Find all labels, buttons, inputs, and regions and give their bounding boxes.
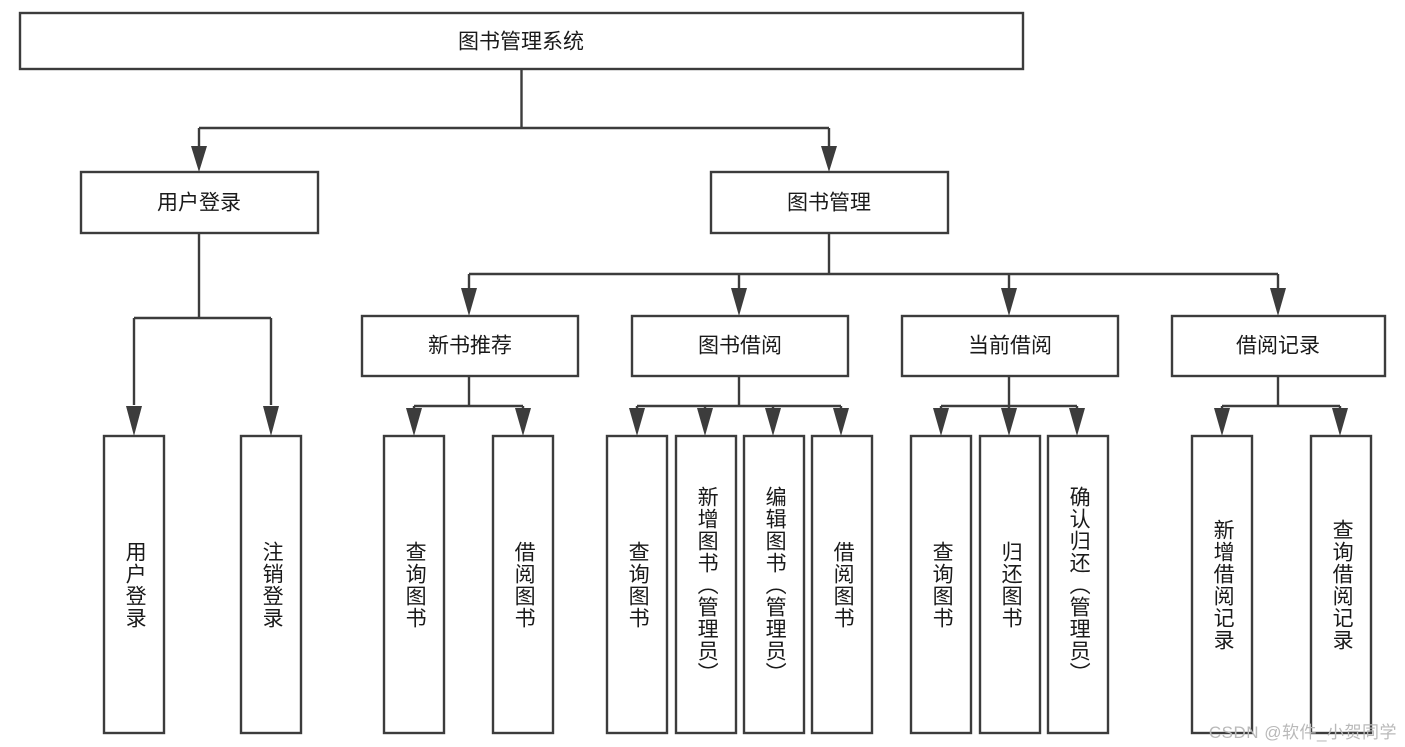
arrowhead-leaf-add-record: [1214, 408, 1230, 436]
node-book-management[interactable]: [709, 170, 950, 235]
node-leaf-confirm-return[interactable]: [1046, 434, 1110, 735]
node-leaf-query-book-2[interactable]: [605, 434, 669, 735]
node-leaf-add-book[interactable]: [674, 434, 738, 735]
node-new-book-recommend-label: 新书推荐: [428, 335, 512, 358]
node-leaf-add-record[interactable]: [1190, 434, 1254, 735]
node-leaf-logout[interactable]: [239, 434, 303, 735]
node-borrow-record-label: 借阅记录: [1236, 335, 1320, 358]
node-title[interactable]: [18, 11, 1025, 71]
arrowhead-leaf-query-book-3: [933, 408, 949, 436]
arrowhead-leaf-borrow-book-1: [515, 408, 531, 436]
arrowhead-leaf-user-login: [126, 406, 142, 436]
arrowhead-current-borrow: [1001, 288, 1017, 316]
arrowhead-leaf-query-book-1: [406, 408, 422, 436]
arrowhead-leaf-confirm-return: [1069, 408, 1085, 436]
node-leaf-edit-book[interactable]: [742, 434, 806, 735]
node-borrow-record[interactable]: [1170, 314, 1387, 378]
node-leaf-borrow-book-2[interactable]: [810, 434, 874, 735]
arrowhead-leaf-borrow-book-2: [833, 408, 849, 436]
arrowhead-leaf-query-record: [1332, 408, 1348, 436]
node-leaf-query-record[interactable]: [1309, 434, 1373, 735]
arrowhead-user-login: [191, 146, 207, 172]
node-leaf-user-login[interactable]: [102, 434, 166, 735]
node-user-login-label: 用户登录: [157, 192, 241, 215]
arrowhead-book-borrow: [731, 288, 747, 316]
arrowhead-leaf-query-book-2: [629, 408, 645, 436]
arrowhead-new-book-recommend: [461, 288, 477, 316]
arrowhead-borrow-record: [1270, 288, 1286, 316]
node-book-borrow[interactable]: [630, 314, 850, 378]
node-title-label: 图书管理系统: [458, 31, 584, 54]
nodes-layer: 图书管理系统 用户登录 图书管理 新书推荐 图书借阅 当前借阅 借阅记录: [18, 11, 1387, 735]
arrowhead-leaf-return-book: [1001, 408, 1017, 436]
node-leaf-query-book-3[interactable]: [909, 434, 973, 735]
node-current-borrow[interactable]: [900, 314, 1120, 378]
node-book-management-label: 图书管理: [787, 192, 871, 215]
node-leaf-return-book[interactable]: [978, 434, 1042, 735]
node-current-borrow-label: 当前借阅: [968, 335, 1052, 358]
arrowhead-leaf-add-book: [697, 408, 713, 436]
node-book-borrow-label: 图书借阅: [698, 335, 782, 358]
node-user-login[interactable]: [79, 170, 320, 235]
arrowhead-book-management: [821, 146, 837, 172]
node-leaf-borrow-book-1[interactable]: [491, 434, 555, 735]
edges-layer: [126, 69, 1348, 436]
node-new-book-recommend[interactable]: [360, 314, 580, 378]
arrowhead-leaf-logout: [263, 406, 279, 436]
csdn-watermark: CSDN @软件_小贺同学: [1208, 723, 1397, 742]
arrowhead-leaf-edit-book: [765, 408, 781, 436]
node-leaf-query-book-1[interactable]: [382, 434, 446, 735]
